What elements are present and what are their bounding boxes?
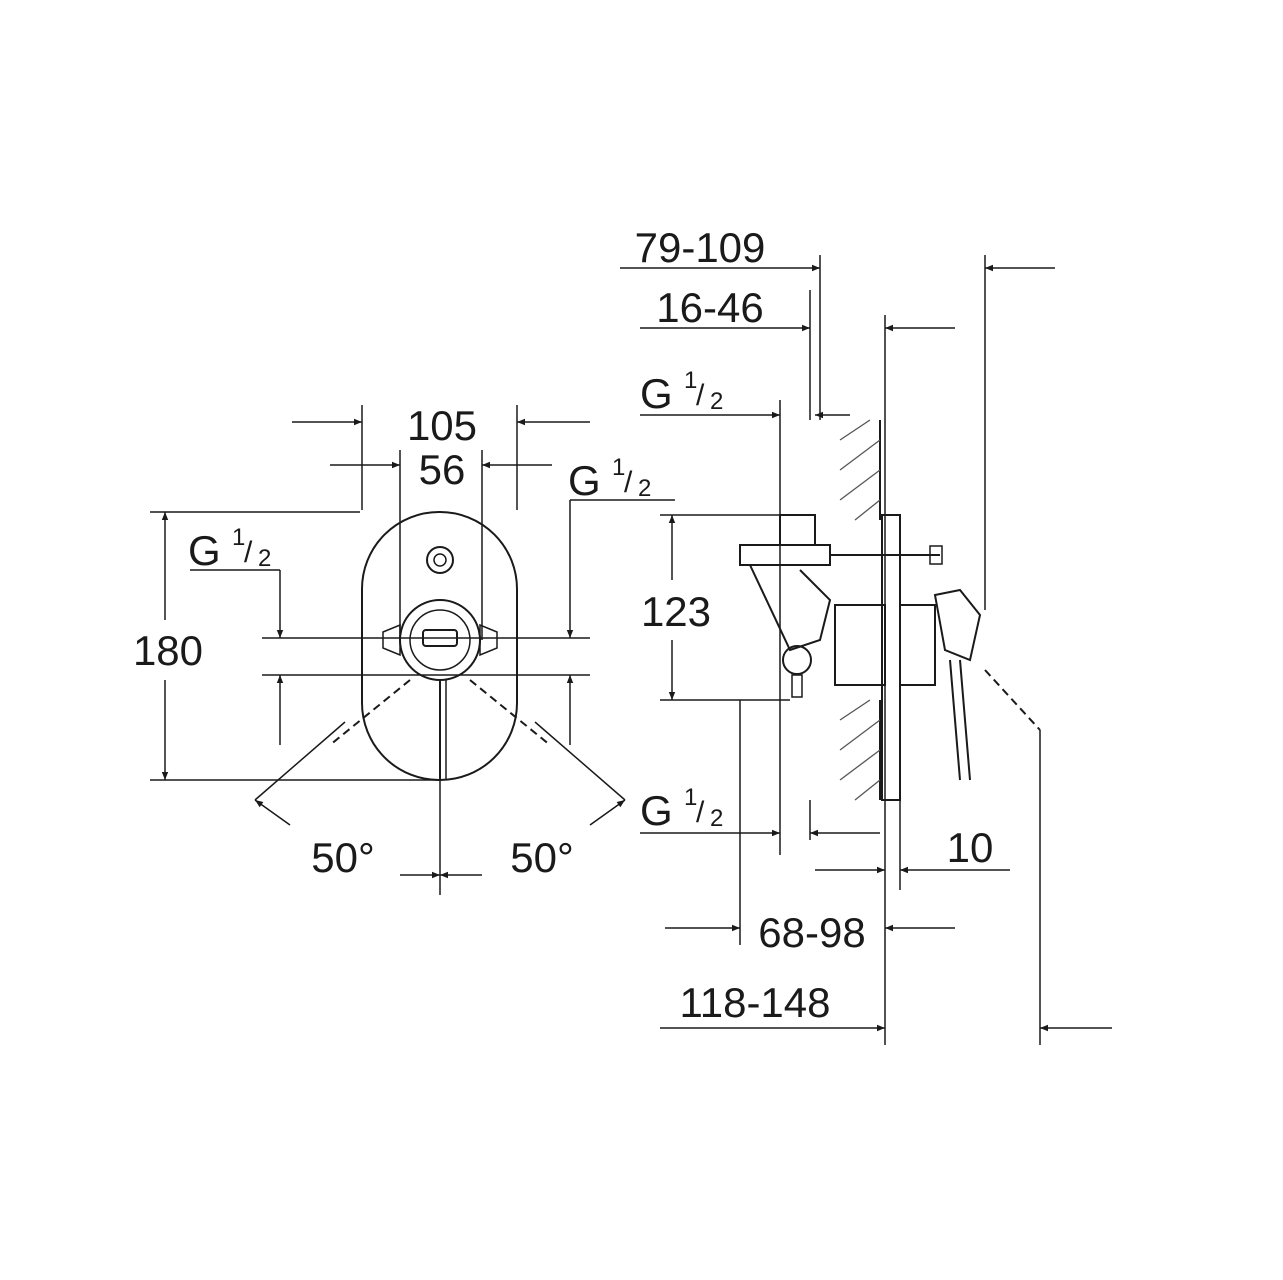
svg-text:2: 2 xyxy=(710,388,723,415)
outlet-fitting xyxy=(782,645,812,675)
diverter-knob xyxy=(426,546,454,574)
svg-text:1: 1 xyxy=(684,367,697,394)
svg-text:/: / xyxy=(696,796,705,829)
dim-123: 123 xyxy=(641,588,711,635)
svg-text:1: 1 xyxy=(684,784,697,811)
dim-68-98: 68-98 xyxy=(758,909,865,956)
svg-text:G: G xyxy=(188,527,221,574)
wall-hatching xyxy=(839,419,881,801)
svg-text:2: 2 xyxy=(710,805,723,832)
valve-body xyxy=(399,599,481,681)
dim-56: 56 xyxy=(419,446,466,493)
dim-10: 10 xyxy=(947,824,994,871)
svg-text:G: G xyxy=(568,457,601,504)
angle-right: 50° xyxy=(510,834,574,881)
angle-left: 50° xyxy=(311,834,375,881)
svg-text:/: / xyxy=(244,536,253,569)
svg-text:/: / xyxy=(696,379,705,412)
svg-text:1: 1 xyxy=(612,454,625,481)
dim-118-148: 118-148 xyxy=(679,979,830,1026)
svg-text:1: 1 xyxy=(232,524,245,551)
svg-text:/: / xyxy=(624,466,633,499)
dim-180: 180 xyxy=(133,627,203,674)
dim-79-109: 79-109 xyxy=(635,224,766,271)
svg-text:G: G xyxy=(640,787,673,834)
svg-text:2: 2 xyxy=(638,475,651,502)
dim-16-46: 16-46 xyxy=(656,284,763,331)
svg-text:G: G xyxy=(640,370,673,417)
dim-105: 105 xyxy=(407,402,477,449)
side-view: 79-109 16-46 123 10 68-98 118-148 xyxy=(620,224,1112,1045)
svg-text:2: 2 xyxy=(258,545,271,572)
handle xyxy=(933,588,982,662)
front-view: 105 56 180 50° 50° xyxy=(133,402,675,895)
